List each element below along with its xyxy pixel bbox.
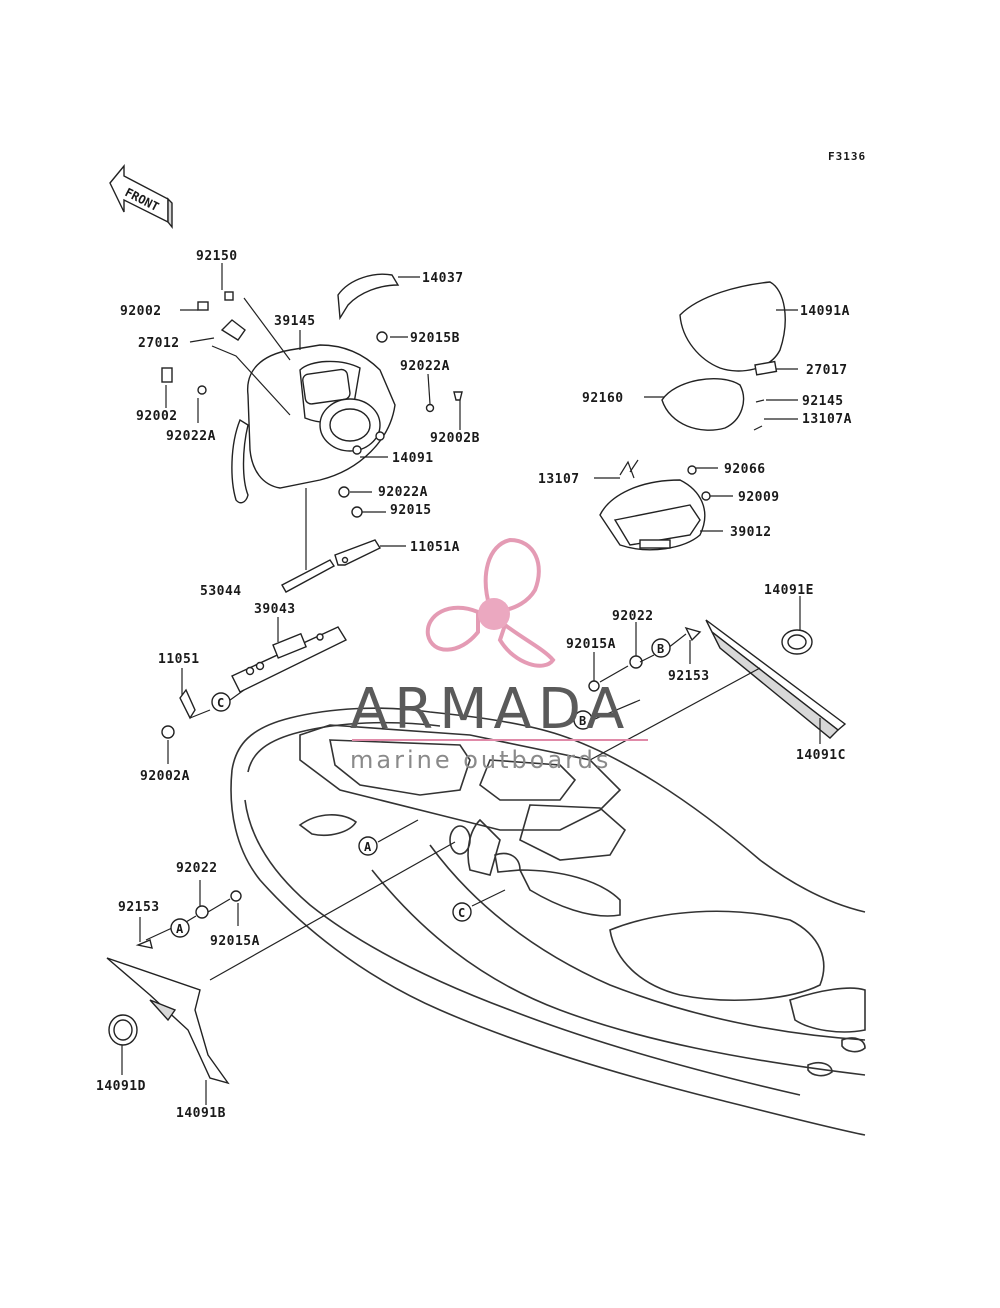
label-14037: 14037 — [422, 271, 464, 286]
label-11051a: 11051A — [410, 540, 460, 555]
ref-letter-c-1: C — [217, 696, 224, 710]
front-arrow-icon: FRONT — [109, 164, 173, 229]
label-27017: 27017 — [806, 363, 848, 378]
propeller-icon — [425, 537, 556, 668]
label-14091: 14091 — [392, 451, 434, 466]
label-92009: 92009 — [738, 490, 780, 505]
reference-markers: C B B A C A — [170, 638, 671, 938]
ref-letter-b-2: B — [579, 714, 586, 728]
right-side-panel — [588, 619, 847, 739]
label-11051: 11051 — [158, 652, 200, 667]
label-92066: 92066 — [724, 462, 766, 477]
label-14091a: 14091A — [800, 304, 850, 319]
label-92145: 92145 — [802, 394, 844, 409]
label-92022-left: 92022 — [176, 861, 218, 876]
ref-letter-a-2: A — [176, 922, 184, 936]
label-13107: 13107 — [538, 472, 580, 487]
watermark: ARMADA marine outboards — [350, 537, 648, 774]
label-14091d: 14091D — [96, 1079, 146, 1094]
label-92015a-right: 92015A — [566, 637, 616, 652]
storage-lid-assembly — [599, 281, 786, 551]
figure-code: F3136 — [828, 150, 866, 163]
left-side-panel — [106, 890, 242, 1085]
watermark-brand: ARMADA — [350, 677, 630, 742]
label-92015a-left: 92015A — [210, 934, 260, 949]
label-92002b: 92002B — [430, 431, 480, 446]
label-92002a: 92002A — [140, 769, 190, 784]
label-27012: 27012 — [138, 336, 180, 351]
label-53044: 53044 — [200, 584, 242, 599]
ref-letter-b-1: B — [657, 642, 664, 656]
label-92022-right: 92022 — [612, 609, 654, 624]
label-92160: 92160 — [582, 391, 624, 406]
label-92015b: 92015B — [410, 331, 460, 346]
handlebar-cover-assembly — [161, 273, 463, 739]
label-39043: 39043 — [254, 602, 296, 617]
label-14091b: 14091B — [176, 1106, 226, 1121]
label-92015: 92015 — [390, 503, 432, 518]
part-labels: 92150 14037 92002 39145 92015B 27012 920… — [96, 249, 852, 1121]
label-92022a-right: 92022A — [400, 359, 450, 374]
label-13107a: 13107A — [802, 412, 852, 427]
label-92002-top: 92002 — [120, 304, 162, 319]
label-92153-left: 92153 — [118, 900, 160, 915]
label-92153-right: 92153 — [668, 669, 710, 684]
label-92022a-bottom: 92022A — [378, 485, 428, 500]
label-92150: 92150 — [196, 249, 238, 264]
label-14091e: 14091E — [764, 583, 814, 598]
label-92022a-left: 92022A — [166, 429, 216, 444]
label-39145: 39145 — [274, 314, 316, 329]
ref-letter-a-1: A — [364, 840, 372, 854]
leader-lines — [121, 263, 821, 1105]
hull-outline — [230, 707, 866, 1136]
ref-letter-c-2: C — [458, 906, 465, 920]
label-14091c: 14091C — [796, 748, 846, 763]
watermark-tagline: marine outboards — [350, 746, 611, 774]
label-39012: 39012 — [730, 525, 772, 540]
label-92002-left: 92002 — [136, 409, 178, 424]
